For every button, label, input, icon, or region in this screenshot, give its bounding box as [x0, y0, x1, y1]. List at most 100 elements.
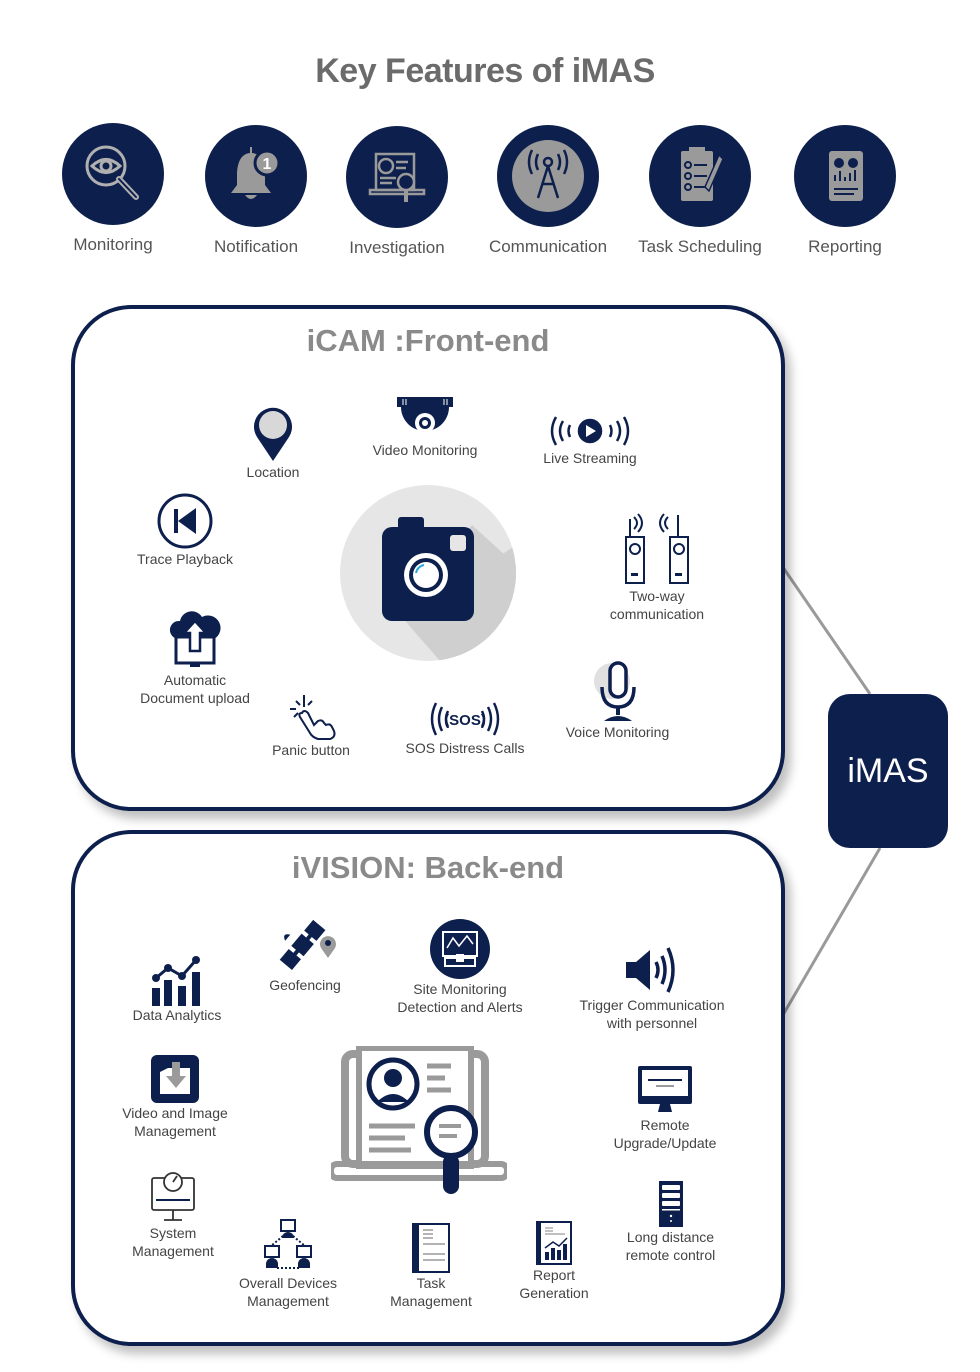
frontend-item-voice-monitoring: Voice Monitoring	[550, 659, 685, 741]
monitor-update-icon	[590, 1064, 740, 1116]
backend-item-system-management: System Management	[113, 1172, 233, 1260]
radio-tower-icon	[497, 125, 599, 227]
frontend-panel: iCAM :Front-end Location Video Monitorin…	[71, 305, 785, 811]
backend-item-data-analytics: Data Analytics	[117, 956, 237, 1024]
report-document-icon	[499, 1220, 609, 1266]
svg-text:1: 1	[263, 156, 272, 173]
sos-signal-icon: (SOS)	[395, 699, 535, 739]
item-label-line-1: Two-way	[629, 588, 685, 604]
item-label: Geofencing	[269, 977, 341, 993]
folder-download-icon	[105, 1054, 245, 1104]
feature-notification: 1 Notification	[186, 125, 326, 257]
backend-item-video-image-management: Video and Image Management	[105, 1054, 245, 1140]
item-label: Location	[246, 464, 300, 480]
item-label-line-1: Site Monitoring	[413, 981, 507, 997]
item-label-line-2: Management	[247, 1293, 329, 1309]
site-monitor-icon	[375, 918, 545, 980]
feature-label: Monitoring	[73, 235, 153, 254]
frontend-item-two-way-communication: Two-way communication	[587, 511, 727, 623]
profile-investigation-icon	[328, 1045, 510, 1196]
backend-item-remote-upgrade: Remote Upgrade/Update	[590, 1064, 740, 1152]
feature-label: Communication	[488, 237, 608, 256]
backend-item-trigger-communication: Trigger Communication with personnel	[557, 944, 747, 1032]
camera-icon	[340, 485, 516, 661]
page-title: Key Features of iMAS	[315, 52, 655, 90]
feature-investigation: Investigation	[327, 126, 467, 258]
frontend-item-document-upload: Automatic Document upload	[125, 607, 265, 707]
item-label-line-2: Document upload	[140, 690, 250, 706]
dome-camera-icon	[350, 395, 500, 441]
feature-monitoring: Monitoring	[43, 123, 183, 255]
item-label-line-2: with personnel	[606, 1015, 698, 1031]
report-chart-icon	[794, 125, 896, 227]
feature-task-scheduling: Task Scheduling	[630, 125, 770, 257]
item-label-line-1: Remote	[640, 1117, 690, 1133]
backend-item-geofencing: Geofencing	[255, 920, 355, 994]
item-label: Data Analytics	[132, 1007, 222, 1023]
frontend-item-trace-playback: Trace Playback	[123, 492, 247, 568]
monitor-gauge-icon	[113, 1172, 233, 1224]
backend-item-site-monitoring: Site Monitoring Detection and Alerts	[375, 918, 545, 1016]
frontend-item-live-streaming: Live Streaming	[530, 413, 650, 467]
clipboard-checklist-icon	[649, 125, 751, 227]
item-label-line-1: Long distance	[626, 1229, 715, 1245]
item-label-line-2: Upgrade/Update	[613, 1135, 717, 1151]
location-pin-icon	[225, 405, 321, 463]
item-label-line-2: communication	[609, 606, 705, 622]
microphone-icon	[550, 659, 685, 723]
item-label: SOS Distress Calls	[405, 740, 525, 756]
item-label: Panic button	[272, 742, 350, 758]
server-tower-icon	[603, 1180, 738, 1228]
frontend-item-location: Location	[225, 405, 321, 481]
backend-panel: iVISION: Back-end Data Analytics Geofenc…	[71, 830, 785, 1346]
feature-label: Reporting	[808, 237, 882, 256]
item-label-line-1: Overall Devices	[238, 1275, 338, 1291]
feature-communication: Communication	[478, 125, 618, 257]
feature-reporting: Reporting	[775, 125, 915, 257]
item-label-line-1: Report	[532, 1267, 576, 1283]
notebook-icon	[371, 1222, 491, 1274]
frontend-item-panic-button: Panic button	[261, 693, 361, 759]
item-label-line-2: Management	[132, 1243, 214, 1259]
item-label-line-1: Trigger Communication	[579, 997, 725, 1013]
imas-hub: iMAS	[828, 694, 948, 848]
live-stream-icon	[530, 413, 650, 449]
satellite-pin-icon	[255, 920, 355, 976]
item-label: Voice Monitoring	[565, 724, 670, 740]
bell-badge-icon: 1	[205, 125, 307, 227]
item-label-line-1: Task	[416, 1275, 446, 1291]
item-label-line-2: Management	[390, 1293, 472, 1309]
feature-label: Notification	[213, 237, 299, 256]
frontend-title: iCAM :Front-end	[306, 323, 550, 358]
item-label: Live Streaming	[543, 450, 637, 466]
item-label-line-2: Detection and Alerts	[397, 999, 523, 1015]
speaker-icon	[557, 944, 747, 996]
walkie-talkie-icon	[587, 511, 727, 587]
document-search-icon	[346, 126, 448, 228]
backend-item-report-generation: Report Generation	[499, 1220, 609, 1302]
frontend-item-video-monitoring: Video Monitoring	[350, 395, 500, 459]
feature-label: Investigation	[349, 238, 445, 257]
network-devices-icon	[223, 1218, 353, 1274]
svg-text:(SOS): (SOS)	[444, 712, 486, 729]
item-label-line-1: System	[149, 1225, 197, 1241]
item-label-line-2: Generation	[519, 1285, 589, 1301]
cloud-upload-icon	[125, 607, 265, 671]
item-label-line-2: Management	[134, 1123, 216, 1139]
backend-title: iVISION: Back-end	[291, 850, 565, 885]
item-label-line-1: Video and Image	[122, 1105, 228, 1121]
bar-chart-trend-icon	[117, 956, 237, 1006]
tap-hand-icon	[261, 693, 361, 741]
item-label: Video Monitoring	[372, 442, 478, 458]
frontend-item-sos-distress: (SOS) SOS Distress Calls	[395, 699, 535, 757]
backend-item-long-distance-control: Long distance remote control	[603, 1180, 738, 1264]
item-label: Trace Playback	[137, 551, 233, 567]
eye-magnifier-icon	[62, 123, 164, 225]
backend-item-task-management: Task Management	[371, 1222, 491, 1310]
feature-label: Task Scheduling	[638, 237, 762, 256]
skip-back-icon	[123, 492, 247, 550]
backend-item-overall-devices: Overall Devices Management	[223, 1218, 353, 1310]
item-label-line-1: Automatic	[163, 672, 227, 688]
item-label-line-2: remote control	[625, 1247, 716, 1263]
